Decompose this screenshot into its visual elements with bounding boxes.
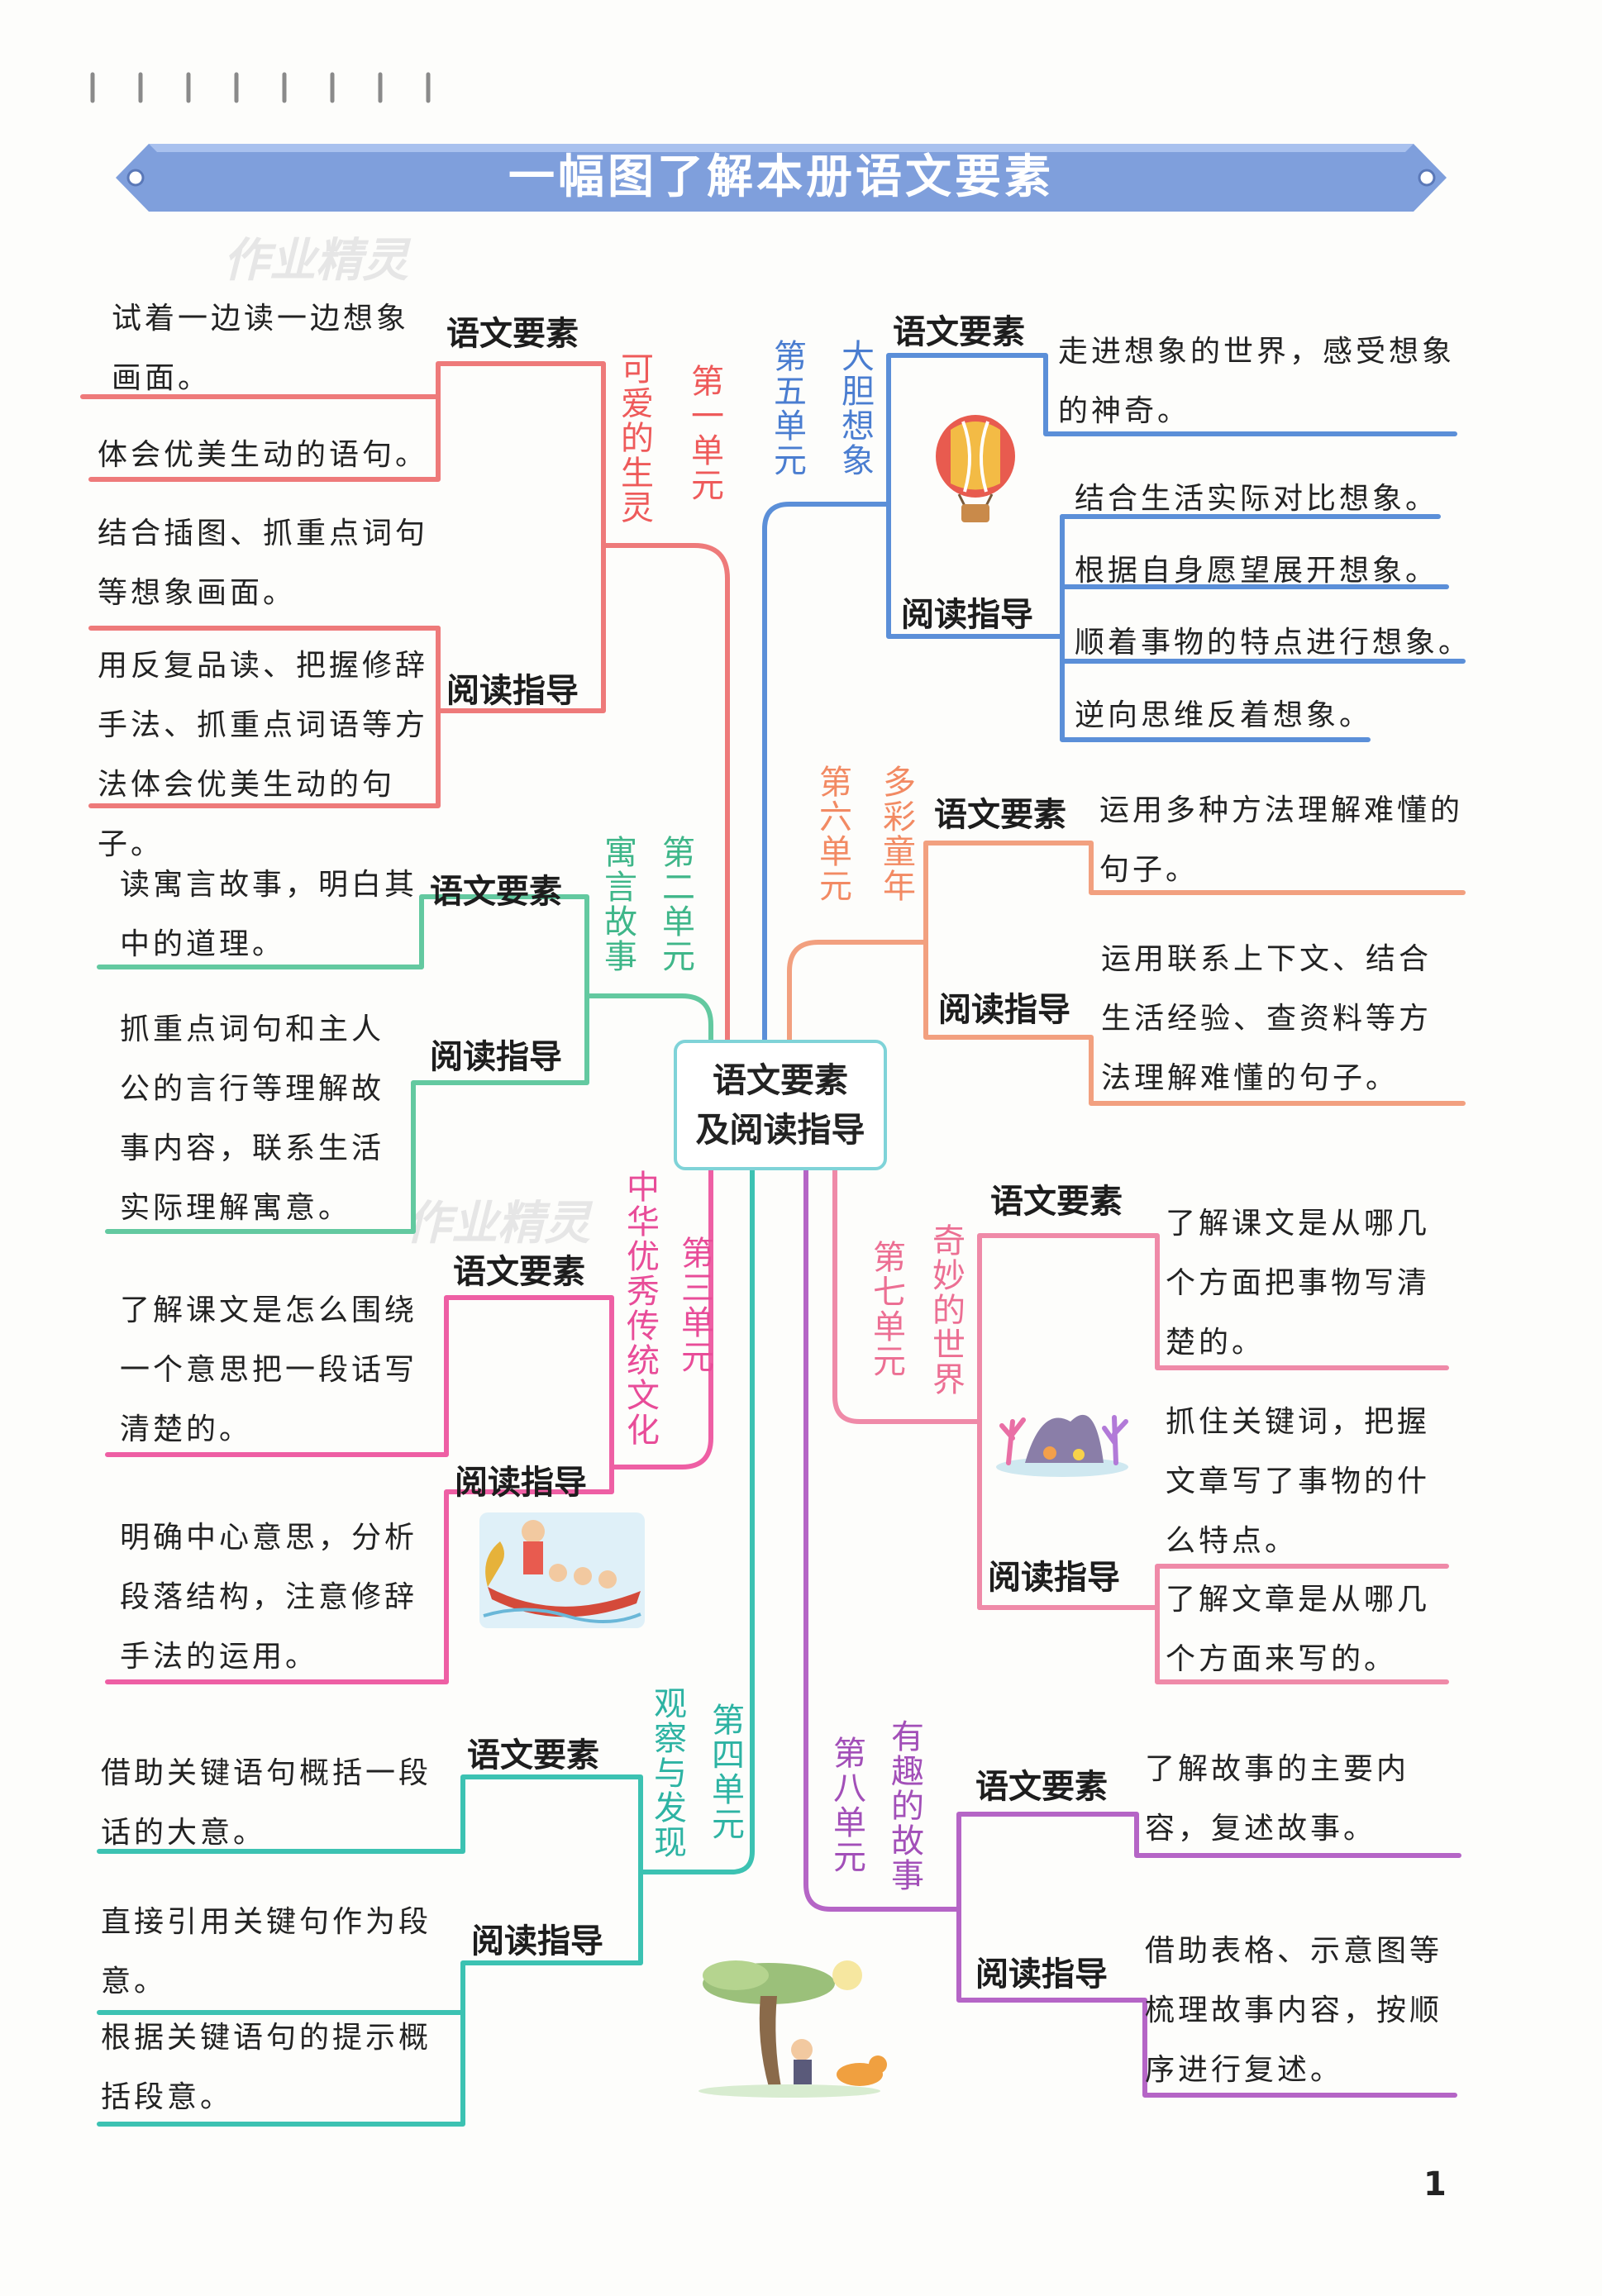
unit-7-theme: 奇妙的世界 [927,1223,965,1397]
watermark: 作业精灵 [405,1197,590,1250]
unit-4-label: 第四单元 [706,1703,744,1841]
unit-2-label: 第二单元 [656,835,694,974]
tree-and-tiger-icon [698,1960,887,2098]
unit-7-yuedu-item: 了解文章是从哪几个方面来写的。 [1166,1583,1431,1676]
unit-4-yuedu-item: 根据关键语句的提示概括段意。 [101,2021,432,2114]
unit-5-theme: 大胆想象 [836,339,874,478]
unit-7-yuedu-item: 抓住关键词，把握文章写了事物的什么特点。 [1166,1405,1431,1558]
unit-5-yuedu-item: 顺着事物的特点进行想象。 [1075,626,1472,660]
unit-7-label: 第七单元 [867,1240,905,1379]
hot-air-balloon-icon [936,415,1015,522]
unit-2-theme: 寓言故事 [598,835,637,974]
coral-reef-icon [996,1414,1128,1477]
unit-2-yaosu-item: 读寓言故事，明白其中的道理。 [120,868,418,961]
unit-8-yaosu-item: 了解故事的主要内容，复述故事。 [1145,1752,1410,1846]
unit-5-yuedu-label: 阅读指导 [901,596,1033,634]
unit-3-yaosu-label: 语文要素 [453,1253,585,1291]
unit-5-label: 第五单元 [768,339,806,478]
unit-1-yaosu-label: 语文要素 [446,315,579,353]
center-line-2: 及阅读指导 [695,1110,865,1150]
unit-6-yuedu-label: 阅读指导 [938,991,1070,1029]
unit-5-yuedu-item: 逆向思维反着想象。 [1075,698,1373,732]
unit-7-yuedu-label: 阅读指导 [988,1559,1120,1597]
unit-7-yaosu-item: 了解课文是从哪几个方面把事物写清楚的。 [1166,1207,1431,1360]
unit-1-yaosu-item: 试着一边读一边想象画面。 [112,302,410,395]
unit-2-yuedu-item: 抓重点词句和主人公的言行等理解故事内容，联系生活实际理解寓意。 [120,1012,385,1225]
unit-6-yuedu-item: 运用联系上下文、结合生活经验、查资料等方法理解难懂的句子。 [1101,942,1433,1095]
unit-8-label: 第八单元 [827,1736,865,1874]
watermark: 作业精灵 [223,234,408,288]
unit-1-yaosu-item: 体会优美生动的语句。 [98,438,429,472]
unit-7-yaosu-label: 语文要素 [990,1183,1123,1221]
unit-1-theme: 可爱的生灵 [615,351,653,525]
unit-4-yuedu-item: 直接引用关键句作为段意。 [101,1905,432,1998]
page-title: 一幅图了解本册语文要素 [508,150,1054,204]
center-node: 语文要素 及阅读指导 [674,1040,887,1170]
unit-8-yuedu-item: 借助表格、示意图等梳理故事内容，按顺序进行复述。 [1145,1934,1443,2087]
unit-3-yuedu-item: 明确中心意思，分析段落结构，注意修辞手法的运用。 [120,1521,418,1674]
unit-4-theme: 观察与发现 [648,1686,686,1860]
unit-3-label: 第三单元 [675,1236,713,1374]
unit-4-yaosu-label: 语文要素 [467,1736,599,1774]
unit-8-yuedu-label: 阅读指导 [975,1955,1108,1994]
unit-1-yuedu-label: 阅读指导 [446,672,579,710]
unit-5-yuedu-item: 根据自身愿望展开想象。 [1075,554,1439,588]
page-number: 1 [1423,2165,1447,2203]
unit-6-yaosu-item: 运用多种方法理解难懂的句子。 [1099,793,1464,887]
unit-4-yuedu-label: 阅读指导 [471,1922,603,1960]
unit-1-label: 第一单元 [685,364,723,503]
unit-1-yuedu-item: 结合插图、抓重点词句等想象画面。 [98,517,429,610]
unit-8-theme: 有趣的故事 [885,1719,923,1893]
unit-2-yaosu-label: 语文要素 [430,873,562,911]
unit-5-yuedu-item: 结合生活实际对比想象。 [1075,482,1439,516]
center-line-1: 语文要素 [713,1060,848,1100]
unit-6-yaosu-label: 语文要素 [934,796,1066,834]
unit-3-theme: 中华优秀传统文化 [621,1169,659,1447]
unit-2-yuedu-label: 阅读指导 [430,1038,562,1076]
unit-6-theme: 多彩童年 [877,765,915,903]
unit-3-yuedu-label: 阅读指导 [455,1464,587,1502]
unit-1-yuedu-item: 用反复品读、把握修辞手法、抓重点词语等方法体会优美生动的句子。 [98,649,429,861]
unit-5-yaosu-item: 走进想象的世界，感受想象的神奇。 [1058,335,1456,428]
unit-6-label: 第六单元 [813,765,851,903]
binder-marks [90,72,431,103]
dragon-boat-icon [479,1512,645,1628]
unit-3-yaosu-item: 了解课文是怎么围绕一个意思把一段话写清楚的。 [120,1293,418,1446]
unit-8-yaosu-label: 语文要素 [975,1768,1108,1806]
unit-5-yaosu-label: 语文要素 [893,313,1025,351]
title-banner: 一幅图了解本册语文要素 [116,141,1447,215]
unit-4-yaosu-item: 借助关键语句概括一段话的大意。 [101,1756,432,1850]
